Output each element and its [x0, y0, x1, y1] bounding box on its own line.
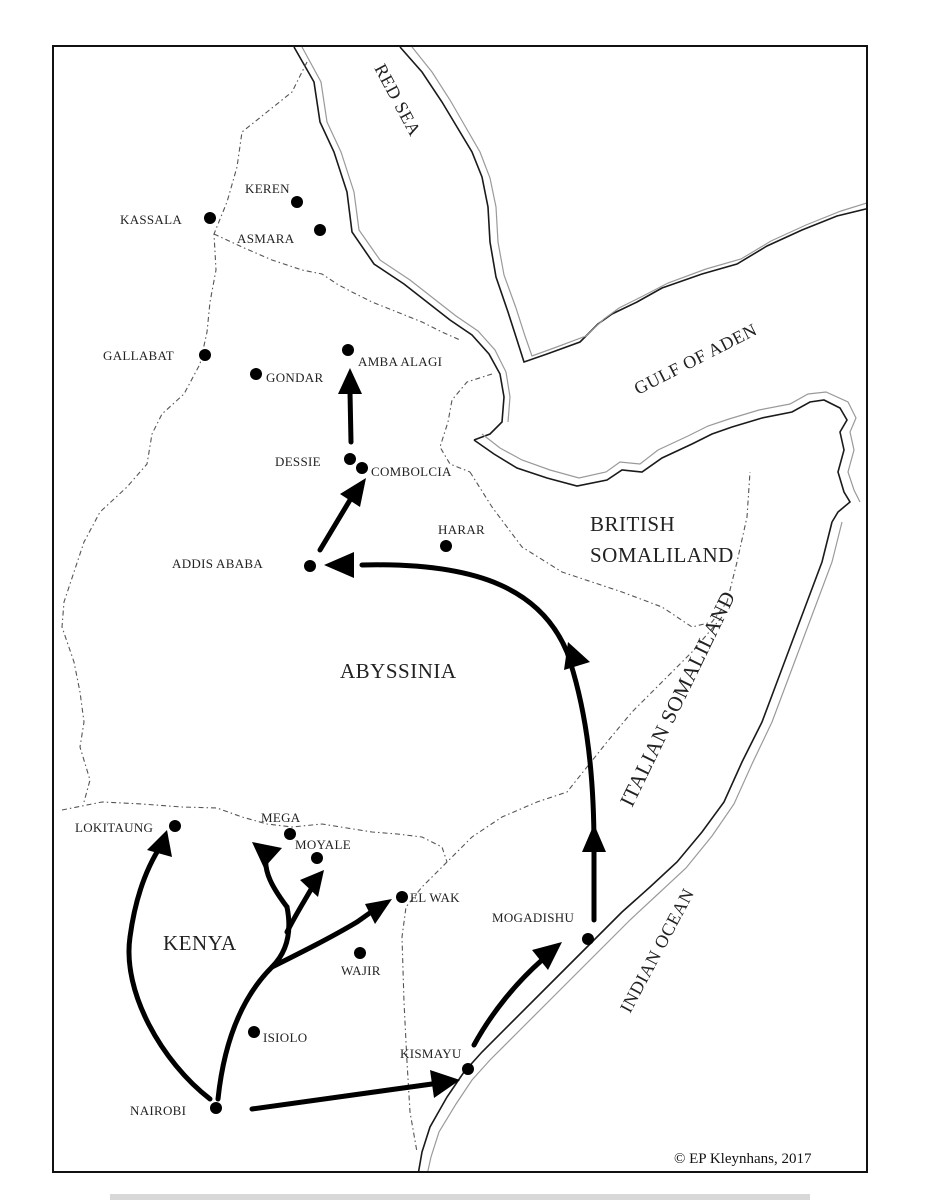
arrowhead-lokitaung — [147, 830, 172, 857]
marker-dessie — [344, 453, 356, 465]
town-label-combolcia: COMBOLCIA — [371, 464, 452, 479]
copyright-notice: © EP Kleynhans, 2017 — [674, 1151, 812, 1167]
marker-el-wak — [396, 891, 408, 903]
town-label-harar: HARAR — [438, 522, 485, 537]
town-label-addis-ababa: ADDIS ABABA — [172, 556, 263, 571]
marker-mogadishu — [582, 933, 594, 945]
gulf-of-aden-south-coast-inner — [481, 391, 861, 503]
arrowhead-mogadishu — [532, 942, 562, 970]
route-trunk-to-el-wak — [269, 907, 377, 970]
town-label-amba-alagi: AMBA ALAGI — [358, 354, 442, 369]
arrowhead-kismayu — [430, 1070, 460, 1098]
coastlines — [293, 47, 866, 1171]
marker-isiolo — [248, 1026, 260, 1038]
kenya-abyssinia-border — [61, 801, 448, 863]
town-label-lokitaung: LOKITAUNG — [75, 820, 153, 835]
sea-label-indian-ocean: INDIAN OCEAN — [616, 885, 698, 1016]
town-label-wajir: WAJIR — [341, 963, 381, 978]
arrowhead-mega — [252, 842, 282, 868]
route-kismayu-mogadishu — [471, 957, 545, 1048]
region-label-kenya: KENYA — [163, 931, 237, 955]
route-trunk-to-mega — [263, 854, 290, 910]
somali-east-coast-inner — [427, 521, 843, 1171]
region-label-abyssinia: ABYSSINIA — [340, 659, 457, 683]
cropped-caption-fragment — [110, 1194, 810, 1200]
town-label-mogadishu: MOGADISHU — [492, 910, 574, 925]
town-label-isiolo: ISIOLO — [263, 1030, 307, 1045]
route-trunk-to-moyale — [284, 881, 317, 935]
region-label-british-somaliland-2: SOMALILAND — [590, 543, 734, 567]
marker-nairobi — [210, 1102, 222, 1114]
marker-harar — [440, 540, 452, 552]
route-addis-combolcia — [317, 497, 353, 553]
red-sea-west-coast-inner — [301, 47, 511, 423]
route-dessie-amba-alagi — [347, 389, 354, 445]
town-label-nairobi: NAIROBI — [130, 1103, 186, 1118]
marker-keren — [291, 196, 303, 208]
marker-addis-ababa — [304, 560, 316, 572]
marker-amba-alagi — [342, 344, 354, 356]
arrowhead-italian-somaliland — [564, 642, 590, 670]
marker-lokitaung — [169, 820, 181, 832]
town-label-dessie: DESSIE — [275, 454, 321, 469]
advance-routes — [126, 368, 606, 1112]
arrowhead-addis-ababa — [324, 552, 354, 578]
town-label-keren: KEREN — [245, 181, 290, 196]
route-nairobi-kismayu — [249, 1081, 435, 1112]
arrowhead-amba-alagi — [338, 368, 362, 394]
town-label-asmara: ASMARA — [237, 231, 295, 246]
arrowhead-el-wak — [365, 899, 392, 924]
sea-label-red-sea: RED SEA — [370, 60, 425, 139]
campaign-map: RED SEA GULF OF ADEN INDIAN OCEAN ABYSSI… — [61, 47, 866, 1171]
map-frame: RED SEA GULF OF ADEN INDIAN OCEAN ABYSSI… — [52, 45, 868, 1173]
french-somaliland-border — [439, 373, 493, 473]
marker-gondar — [250, 368, 262, 380]
arrowhead-combolcia — [340, 478, 366, 507]
town-label-el-wak: EL WAK — [410, 890, 460, 905]
marker-combolcia — [356, 462, 368, 474]
arabia-coast-inner — [411, 47, 866, 357]
region-label-italian-somaliland: ITALIAN SOMALILAND — [615, 587, 740, 810]
arrowhead-mogadishu-north — [582, 824, 606, 852]
marker-wajir — [354, 947, 366, 959]
town-label-gallabat: GALLABAT — [103, 348, 174, 363]
eritrea-abyssinia-border — [213, 233, 461, 341]
marker-gallabat — [199, 349, 211, 361]
british-somaliland-border — [469, 471, 751, 628]
marker-asmara — [314, 224, 326, 236]
marker-moyale — [311, 852, 323, 864]
town-label-moyale: MOYALE — [295, 837, 351, 852]
arrowhead-moyale — [300, 870, 324, 897]
borders — [61, 61, 751, 1153]
town-label-mega: MEGA — [261, 810, 301, 825]
town-label-kismayu: KISMAYU — [400, 1046, 462, 1061]
marker-mega — [284, 828, 296, 840]
red-sea-west-coast — [293, 47, 505, 441]
region-label-british-somaliland-1: BRITISH — [590, 512, 675, 536]
marker-kassala — [204, 212, 216, 224]
italian-abyssinia-border — [401, 616, 723, 1153]
town-markers — [169, 196, 594, 1114]
arabia-coast — [399, 47, 866, 364]
sudan-eritrea-abyssinia-border — [61, 61, 308, 803]
gulf-of-aden-south-coast — [473, 399, 852, 523]
town-label-kassala: KASSALA — [120, 212, 182, 227]
marker-kismayu — [462, 1063, 474, 1075]
sea-label-gulf-of-aden: GULF OF ADEN — [631, 319, 761, 398]
town-label-gondar: GONDAR — [266, 370, 323, 385]
route-nairobi-lokitaung — [126, 841, 213, 1102]
somali-east-coast — [417, 521, 833, 1171]
route-italian-somaliland-to-addis — [359, 562, 597, 850]
